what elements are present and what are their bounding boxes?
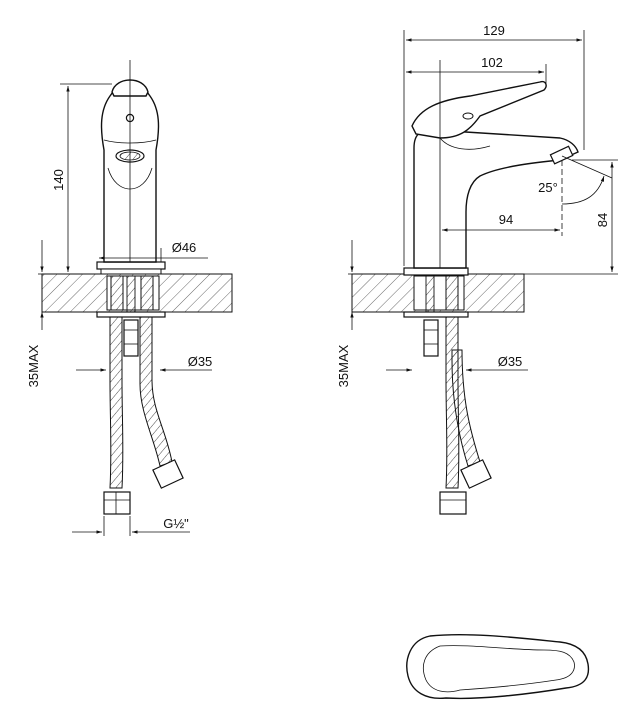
front-hose-end-fitting-left	[103, 491, 131, 515]
side-lever-indicator	[462, 112, 474, 120]
front-base-diameter-label: Ø46	[172, 240, 197, 255]
side-fixing-washer	[403, 311, 469, 318]
side-spout-angle-arc	[561, 175, 605, 205]
side-lever-length-label: 102	[481, 55, 503, 70]
front-base-ring	[100, 268, 162, 275]
top-view-lever-outline	[406, 633, 590, 700]
front-view: 140 Ø46 35MAX Ø35 G½"	[26, 60, 233, 536]
side-view: 129 102 25° 94 84 35MAX Ø35	[336, 23, 618, 515]
front-hose-end-fitting-right	[152, 459, 184, 489]
side-hose-connector-nut	[423, 319, 439, 357]
side-spout-aerator	[549, 145, 574, 165]
front-flex-hose-left	[109, 316, 124, 489]
side-spout-reach-label: 94	[499, 212, 513, 227]
side-spout-angle-label: 25°	[538, 180, 558, 195]
front-hose-connector-nut	[123, 319, 139, 357]
side-hose-end-fitting-front	[460, 459, 492, 489]
top-view	[406, 633, 590, 700]
side-hole-diameter-label: Ø35	[498, 354, 523, 369]
side-base-flange	[403, 267, 469, 276]
front-threaded-rod	[126, 275, 136, 313]
front-thread-label: G½"	[163, 516, 189, 531]
side-total-length-label: 129	[483, 23, 505, 38]
side-mount-max-label: 35MAX	[336, 344, 351, 387]
front-flex-hose-right	[139, 316, 173, 467]
front-height-label: 140	[51, 169, 66, 191]
front-inlet-hose-right-in-bore	[140, 275, 154, 311]
side-faucet-body	[413, 129, 579, 269]
front-hole-diameter-label: Ø35	[188, 354, 213, 369]
side-hose-end-fitting-rear	[439, 491, 467, 515]
front-mount-max-label: 35MAX	[26, 344, 41, 387]
side-threaded-rod	[425, 275, 435, 313]
top-view-lever-inner	[423, 645, 575, 693]
front-inlet-hose-left-in-bore	[110, 275, 124, 311]
side-spout-height-label: 84	[595, 213, 610, 227]
front-base-flange	[96, 261, 166, 270]
side-lever-handle	[411, 80, 547, 139]
front-fixing-washer	[96, 311, 166, 318]
